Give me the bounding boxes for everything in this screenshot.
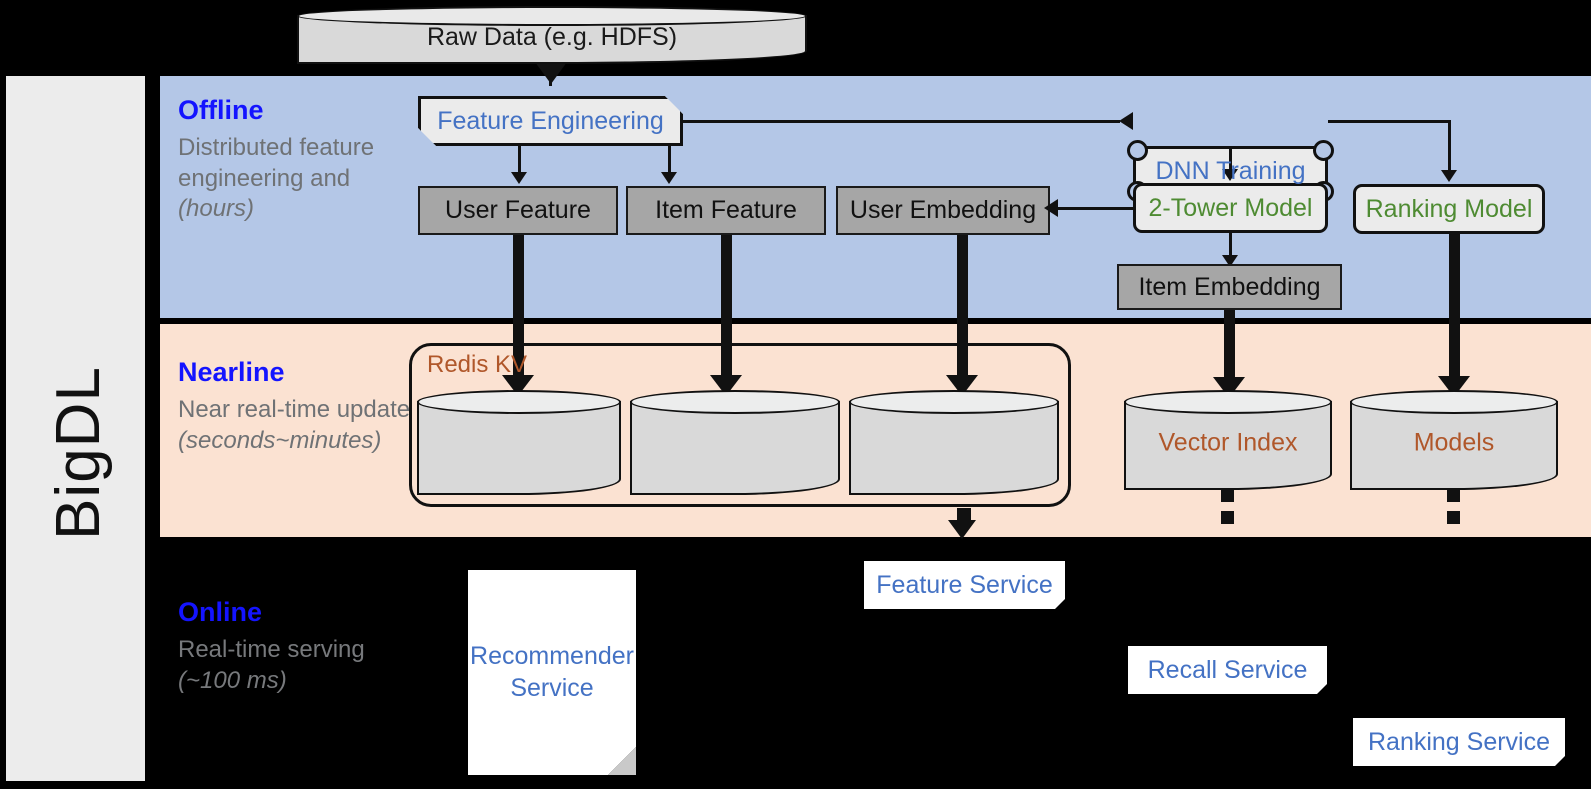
- ranking-service-card[interactable]: Ranking Service: [1353, 718, 1565, 766]
- online-title: Online: [178, 597, 263, 627]
- models-label: Models: [1413, 428, 1495, 457]
- item-feature-store[interactable]: Item Feature: [626, 186, 826, 235]
- connector-twotower-itemembedding: [1229, 233, 1232, 257]
- user-embedding-label: User Embedding: [849, 196, 1037, 224]
- online-description: Real-time serving (~100 ms): [178, 636, 365, 694]
- connector-twotower-userembedding: [1056, 207, 1134, 210]
- recall-service-card[interactable]: Recall Service: [1128, 646, 1327, 694]
- cylinder-top: [630, 390, 840, 414]
- user-embedding-store[interactable]: User Embedding: [836, 186, 1050, 235]
- arrowhead-dnn-ranking: [1441, 170, 1457, 182]
- cylinder-body: [417, 401, 621, 495]
- user-feature-store[interactable]: User Feature: [418, 186, 618, 235]
- arrowhead-redis-featureservice: [948, 520, 976, 539]
- cylinder-top: [417, 390, 621, 414]
- recommender-service-label: Recommender Service: [470, 642, 634, 702]
- user-embedding-cylinder[interactable]: [849, 390, 1059, 495]
- raw-data-label: Raw Data (e.g. HDFS): [426, 22, 678, 51]
- arrowhead-fe-userfeature: [511, 172, 527, 184]
- offline-title: Offline: [178, 95, 264, 125]
- offline-latency: (hours): [178, 195, 255, 223]
- connector-fe-userfeature: [518, 146, 521, 174]
- cylinder-top: [297, 6, 807, 26]
- framework-sidebar: BigDL: [6, 76, 145, 781]
- redis-kv-container[interactable]: [409, 343, 1071, 507]
- dnn-training-label: DNN Training: [1155, 156, 1306, 185]
- connector-dnn-ranking-v: [1448, 120, 1451, 170]
- cylinder-body: [630, 401, 840, 495]
- user-feature-cylinder[interactable]: [417, 390, 621, 495]
- pipe-userembedding-redis: [957, 235, 968, 383]
- arrowhead-dnn-twotower: [1222, 169, 1238, 181]
- cylinder-top: [849, 390, 1059, 414]
- arrowhead-fe-dnn: [1119, 112, 1133, 130]
- pipe-itemfeature-redis: [721, 235, 732, 383]
- framework-name: BigDL: [43, 366, 113, 540]
- arrowhead-twotower-userembedding: [1044, 199, 1058, 217]
- raw-data-store[interactable]: Raw Data (e.g. HDFS): [297, 6, 807, 64]
- nearline-latency: (seconds~minutes): [178, 426, 382, 454]
- two-tower-model-label: 2-Tower Model: [1148, 193, 1313, 222]
- recommender-service-fold-icon: [608, 747, 636, 775]
- dash-models-ranking-1: [1447, 488, 1460, 502]
- two-tower-model-node[interactable]: 2-Tower Model: [1133, 183, 1328, 233]
- feature-service-label: Feature Service: [876, 570, 1053, 599]
- recall-service-label: Recall Service: [1147, 655, 1308, 684]
- item-embedding-store[interactable]: Item Embedding: [1117, 264, 1342, 310]
- models-cylinder[interactable]: Models: [1350, 390, 1558, 490]
- nearline-caption: Nearline Near real-time update (seconds~…: [178, 357, 423, 456]
- ranking-service-label: Ranking Service: [1367, 727, 1551, 756]
- connector-fe-itemfeature: [668, 146, 671, 174]
- offline-caption: Offline Distributed feature engineering …: [178, 95, 408, 225]
- cylinder-top: [1124, 390, 1332, 414]
- dash-redis-featureservice: [957, 508, 971, 522]
- corner-notch: [1313, 140, 1334, 161]
- arrowhead-fe-itemfeature: [661, 172, 677, 184]
- redis-kv-label: Redis KV: [427, 351, 528, 378]
- vector-index-label: Vector Index: [1158, 428, 1298, 457]
- pipe-userfeature-redis: [513, 235, 524, 383]
- connector-dnn-twotower: [1229, 146, 1232, 171]
- ranking-model-node[interactable]: Ranking Model: [1353, 184, 1545, 234]
- nearline-description: Near real-time update (seconds~minutes): [178, 396, 411, 454]
- corner-notch: [1127, 140, 1148, 161]
- ranking-model-label: Ranking Model: [1365, 194, 1533, 223]
- user-feature-label: User Feature: [445, 196, 591, 224]
- arrowhead-rawdata-fe: [535, 62, 567, 84]
- vector-index-cylinder[interactable]: Vector Index: [1124, 390, 1332, 490]
- nearline-title: Nearline: [178, 357, 285, 387]
- dash-models-ranking-2: [1447, 511, 1460, 524]
- online-caption: Online Real-time serving (~100 ms): [178, 597, 408, 696]
- dash-vectorindex-recall-2: [1221, 511, 1234, 524]
- cylinder-top: [1350, 390, 1558, 414]
- item-feature-label: Item Feature: [655, 196, 797, 224]
- cylinder-body: [849, 401, 1059, 495]
- connector-fe-dnn: [683, 120, 1120, 123]
- feature-engineering-label: Feature Engineering: [437, 106, 664, 135]
- dash-vectorindex-recall-1: [1221, 488, 1234, 502]
- online-latency: (~100 ms): [178, 666, 287, 694]
- item-feature-cylinder[interactable]: [630, 390, 840, 495]
- connector-dnn-ranking-h: [1328, 120, 1450, 123]
- pipe-rankingmodel-models: [1449, 234, 1460, 384]
- feature-service-card[interactable]: Feature Service: [864, 561, 1065, 609]
- recommender-service-card[interactable]: Recommender Service: [468, 570, 636, 775]
- pipe-itemembedding-vectorindex: [1224, 310, 1235, 385]
- offline-description: Distributed feature engineering and (hou…: [178, 134, 375, 223]
- feature-engineering-node[interactable]: Feature Engineering: [418, 96, 683, 146]
- item-embedding-label: Item Embedding: [1138, 272, 1321, 301]
